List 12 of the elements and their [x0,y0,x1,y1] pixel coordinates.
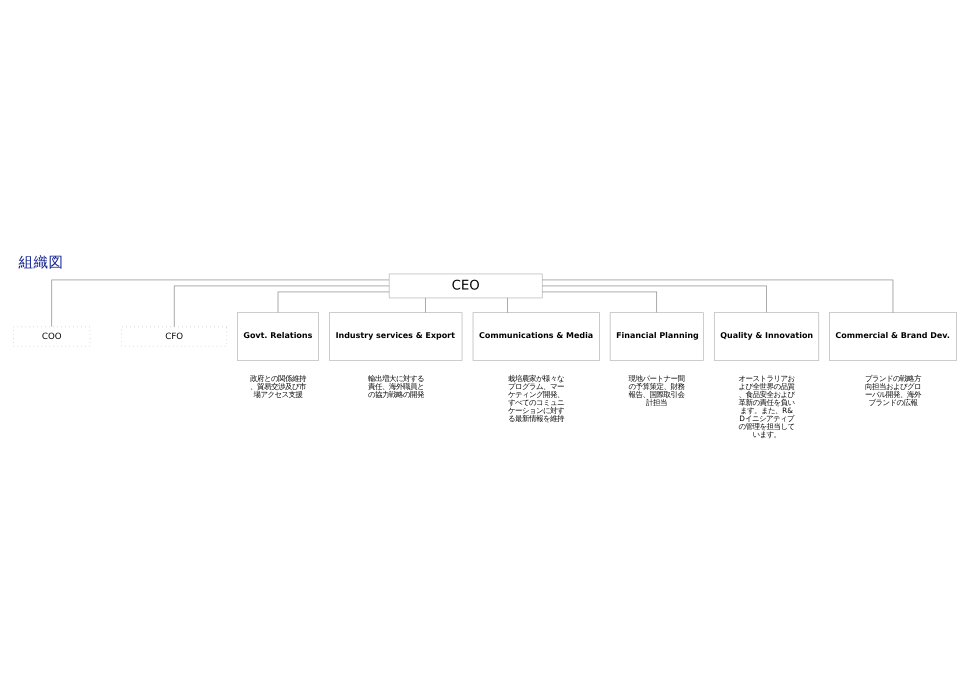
connector [542,286,766,313]
connector [424,298,426,313]
node-box: COO [12,326,90,346]
connector [277,292,389,313]
connector [541,292,657,313]
diagram-title: 組織図 [18,254,63,272]
connector [173,286,389,328]
connector [506,298,508,313]
connector [50,280,389,327]
node-box: CEO [388,274,542,298]
node-box: CFO [120,326,227,346]
connector [542,280,893,313]
